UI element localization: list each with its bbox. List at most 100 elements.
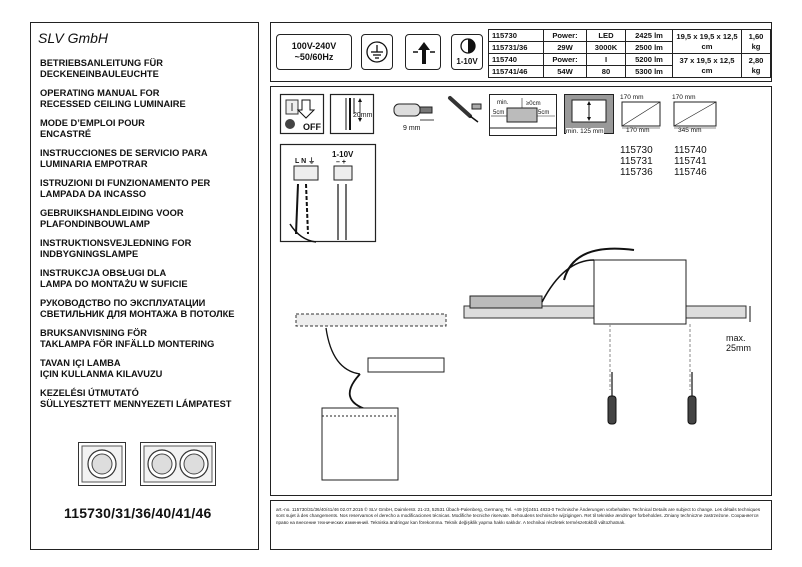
language-title-line1: РУКОВОДСТВО ПО ЭКСПЛУАТАЦИИ [40, 298, 206, 308]
screwdriver-left-icon [607, 372, 617, 425]
screwdriver-right-icon [687, 372, 697, 425]
cutout-345-label: 345 mm [678, 127, 702, 134]
single-lamp-front-view [78, 442, 126, 486]
cutout-170-bottom-a: 170 mm [626, 127, 650, 134]
max-label: max. [726, 333, 746, 343]
power-off-icon [279, 93, 325, 135]
strip-9mm-label: 9 mm [403, 125, 421, 132]
footer-legal-text: art.-no. 115730/31/36/40/41/46 02.07.201… [276, 507, 761, 525]
cutout-170-top-a: 170 mm [620, 94, 644, 101]
frequency-label: ~50/60Hz [294, 52, 334, 62]
spec-cell-art: 115730 [488, 29, 544, 42]
model-number: 115740 [674, 145, 707, 156]
language-title-line2: LAMPADA DA INCASSO [40, 189, 147, 199]
spec-cell-k2: LED [586, 29, 626, 42]
off-label: OFF [303, 122, 321, 132]
spec-cell-lm: 2500 lm [625, 41, 673, 54]
language-title-line1: KEZELÉSI ÚTMUTATÓ [40, 388, 139, 398]
cable-strip-icon [329, 93, 375, 135]
article-numbers: 115730/31/36/40/41/46 [64, 505, 212, 521]
cutout-square-diagram [621, 101, 661, 129]
language-title-line2: SÜLLYESZTETT MENNYEZETI LÁMPATEST [40, 399, 232, 409]
model-number: 115730 [620, 145, 653, 156]
left-panel-frame [30, 22, 259, 550]
spec-cell-k1: 54W [543, 65, 587, 78]
right-5cm-label: 5cm [538, 110, 550, 116]
language-title-line2: TAKLAMPA FÖR INFÄLLD MONTERING [40, 339, 215, 349]
language-title-line1: INSTRUCCIONES DE SERVICIO PARA [40, 148, 208, 158]
spec-weight: 2,80 kg [741, 53, 771, 78]
cutout-rect-diagram [673, 101, 717, 129]
language-title-line2: СВЕТИЛЬНИК ДЛЯ МОНТАЖА В ПОТОЛКЕ [40, 309, 235, 319]
spec-cell-lm: 5200 lm [625, 53, 673, 66]
spec-cell-art: 115731/36 [488, 41, 544, 54]
spec-cell-k2: 80 [586, 65, 626, 78]
language-title-line1: GEBRUIKSHANDLEIDING VOOR [40, 208, 184, 218]
language-title-line2: LAMPA DO MONTAŻU W SUFICIE [40, 279, 188, 289]
language-title-line1: ISTRUZIONI DI FUNZIONAMENTO PER [40, 178, 211, 188]
language-title-line1: MODE D’EMPLOI POUR [40, 118, 145, 128]
spec-cell-k1: 29W [543, 41, 587, 54]
spec-cell-art: 115741/46 [488, 65, 544, 78]
spec-size: 37 x 19,5 x 12,5 cm [672, 53, 742, 78]
model-number: 115741 [674, 156, 707, 167]
ground-symbol-box [361, 34, 393, 70]
specs-panel-frame [270, 22, 772, 82]
double-lamp-front-view [140, 442, 216, 486]
max-value-label: 25mm [726, 343, 752, 353]
left-5cm-label: 5cm [493, 110, 505, 116]
wire-strip-icon [393, 103, 434, 121]
voltage-box: 100V-240V ~50/60Hz [276, 34, 352, 70]
spec-cell-k2: 3000K [586, 41, 626, 54]
language-title-line2: DECKENEINBAULEUCHTE [40, 69, 159, 79]
strip-20mm-label: 20mm [353, 112, 373, 119]
terminal-ln-label: L N ⏚ [295, 158, 316, 165]
min-125mm-label: min. 125 mm [566, 128, 604, 135]
terminal-block-diagram [279, 143, 377, 243]
direction-symbol-box [405, 34, 441, 70]
dim-label: 1-10V [456, 57, 478, 66]
model-number: 115736 [620, 167, 653, 178]
model-number: 115746 [674, 167, 707, 178]
min-label: min. [497, 100, 509, 106]
dimmable-box: 1-10V [451, 34, 483, 70]
voltage-label: 100V-240V [291, 41, 337, 51]
spec-size: 19,5 x 19,5 x 12,5 cm [672, 29, 742, 54]
gt0cm-label: ≥0cm [526, 101, 541, 107]
clearance-diagram [489, 94, 557, 136]
wiring-installation-diagram [295, 313, 447, 481]
spec-weight: 1,60 kg [741, 29, 771, 54]
terminal-pm-label: – + [336, 159, 346, 166]
language-title-line1: BETRIEBSANLEITUNG FÜR [40, 58, 163, 68]
ceiling-mount-arrow-icon [413, 42, 435, 64]
language-title-line1: INSTRUKTIONSVEJLEDNING FOR [40, 238, 192, 248]
screwdriver-icon [448, 96, 482, 123]
spec-cell-k1: Power: [543, 29, 587, 42]
language-title-line2: INDBYGNINGSLAMPE [40, 249, 139, 259]
ceiling-depth-diagram [564, 94, 614, 134]
language-title-line1: TAVAN IÇI LAMBA [40, 358, 121, 368]
model-number: 115731 [620, 156, 653, 167]
language-title-line2: RECESSED CEILING LUMINAIRE [40, 99, 186, 109]
spec-cell-lm: 2425 lm [625, 29, 673, 42]
language-title-line1: BRUKSANVISNING FÖR [40, 328, 147, 338]
protective-earth-icon [366, 41, 388, 63]
spec-cell-art: 115740 [488, 53, 544, 66]
